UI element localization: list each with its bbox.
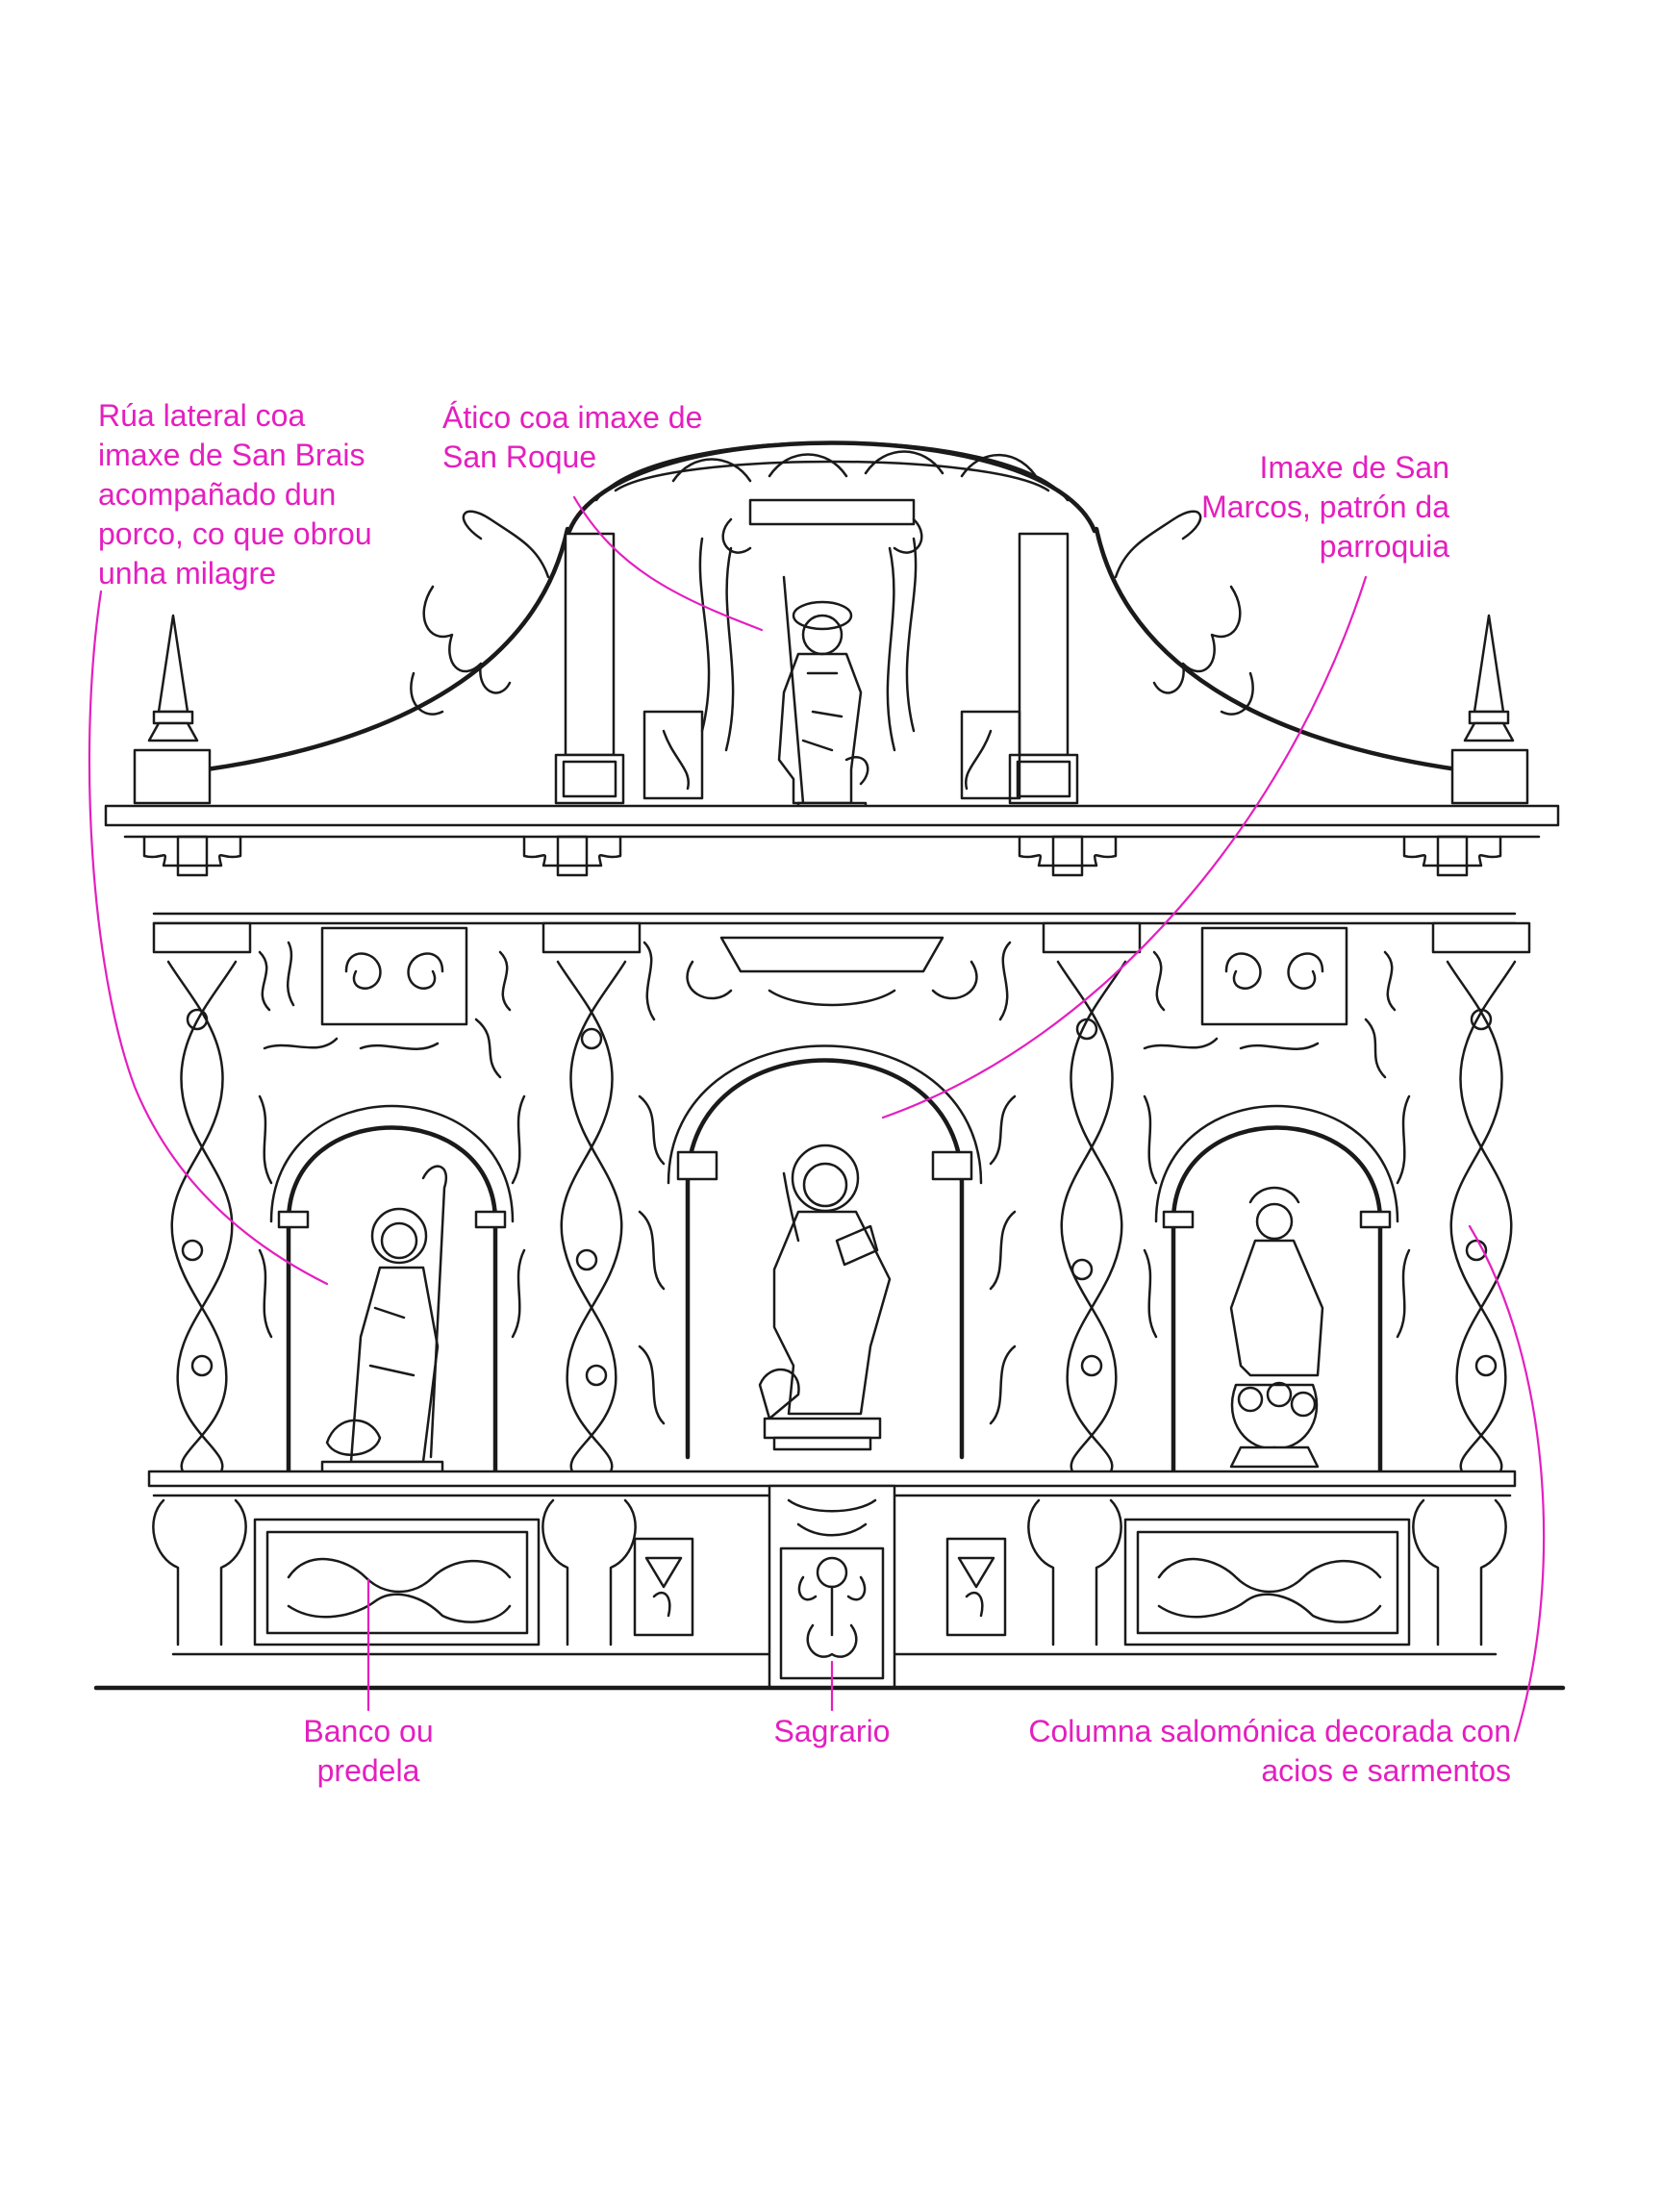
label-san-marcos: Imaxe de San Marcos, patrón da parroquia bbox=[1201, 450, 1449, 564]
leader-san-brais bbox=[88, 590, 329, 1286]
leader-san-marcos bbox=[881, 575, 1368, 1119]
label-sagrario: Sagrario bbox=[773, 1714, 891, 1748]
leader-columna bbox=[1468, 1224, 1546, 1743]
pinnacles bbox=[133, 614, 1529, 805]
label-banco: Banco ou predela bbox=[303, 1714, 434, 1788]
immaculate-statue bbox=[1229, 1186, 1324, 1469]
san-brais-statue bbox=[320, 1165, 447, 1475]
cornice bbox=[104, 804, 1560, 877]
leader-lines bbox=[88, 495, 1546, 1743]
attic bbox=[204, 440, 1460, 817]
main-body bbox=[152, 912, 1531, 1479]
label-atico: Ático coa imaxe de San Roque bbox=[442, 400, 703, 474]
label-san-brais: Rúa lateral coa imaxe de San Brais acomp… bbox=[98, 398, 372, 591]
label-columna: Columna salomónica decorada con acios e … bbox=[1028, 1714, 1511, 1788]
san-roque-statue bbox=[777, 575, 869, 817]
sagrario bbox=[768, 1484, 896, 1690]
solomonic-columns bbox=[152, 921, 1531, 1473]
san-marcos-statue bbox=[758, 1144, 892, 1451]
leader-atico bbox=[572, 495, 764, 632]
